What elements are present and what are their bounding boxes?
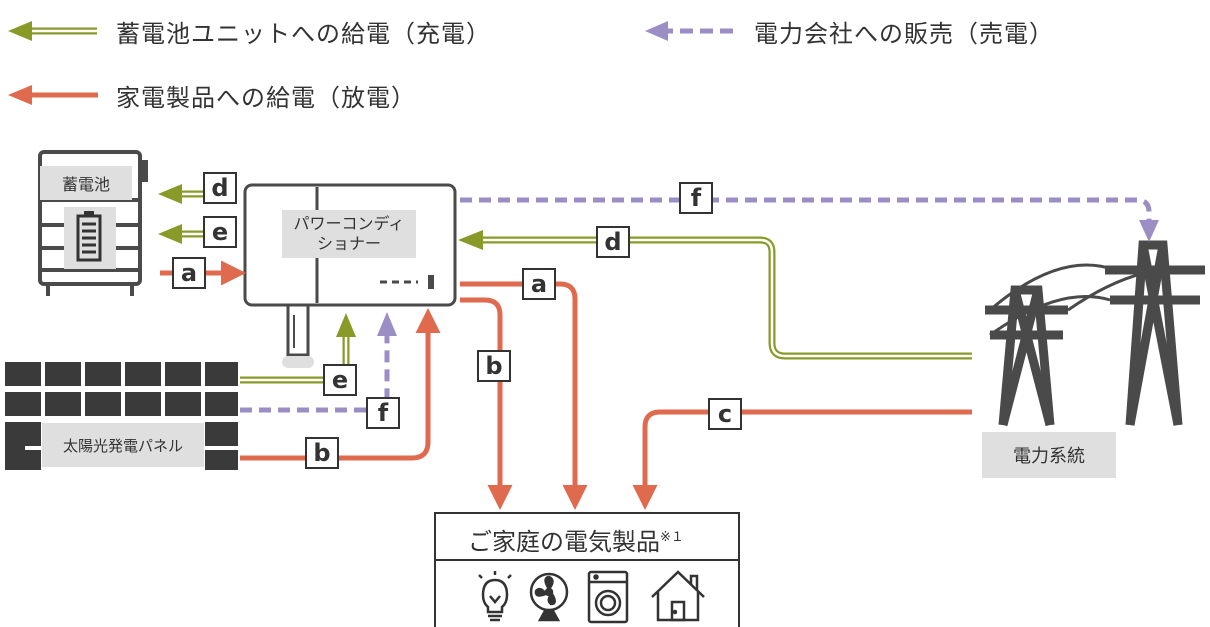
appliances-title: ご家庭の電気製品※１ — [468, 522, 684, 557]
washing-machine-icon — [587, 570, 629, 624]
flow-label-e-solar: e — [323, 364, 357, 396]
flow-label-a-battery: a — [172, 257, 206, 289]
legend-charge-text: 蓄電池ユニットへの給電（充電） — [116, 20, 491, 48]
flow-label-b-solar: b — [305, 437, 339, 469]
flow-line-b — [240, 297, 513, 510]
legend-sell-text: 電力会社への販売（売電） — [754, 20, 1054, 48]
legend-sell-line — [645, 21, 740, 41]
legend-discharge-text: 家電製品への給電（放電） — [116, 84, 416, 112]
flow-label-d-battery: d — [203, 172, 237, 204]
light-bulb-icon — [478, 571, 512, 622]
appliances-box — [434, 512, 740, 627]
solar-panel-unit — [5, 362, 238, 470]
legend-charge-line — [8, 21, 97, 41]
battery-unit — [38, 150, 148, 296]
solar-panel-label: 太陽光発電パネル — [42, 423, 204, 467]
flow-line-a — [160, 260, 588, 510]
flow-label-f-grid: f — [679, 182, 713, 214]
battery-label: 蓄電池 — [40, 166, 132, 200]
flow-label-e-battery: e — [203, 216, 237, 248]
battery-icon — [76, 211, 102, 262]
fan-icon — [529, 572, 569, 622]
legend-discharge-line — [8, 85, 98, 105]
power-tower-icon — [985, 240, 1205, 427]
power-conditioner-label-text: パワーコンディショナー — [293, 214, 405, 253]
flow-label-c-grid: c — [708, 398, 742, 430]
appliances-note: ※１ — [660, 530, 684, 545]
power-conditioner-label: パワーコンディショナー — [282, 210, 416, 258]
house-icon — [651, 570, 705, 622]
flow-label-a-appliances: a — [522, 268, 556, 300]
grid-label: 電力系統 — [982, 432, 1116, 478]
appliances-title-text: ご家庭の電気製品 — [468, 528, 660, 556]
flow-label-d-grid: d — [596, 226, 630, 258]
flow-line-c — [632, 409, 972, 510]
flow-label-f-solar: f — [366, 397, 400, 429]
flow-line-d — [158, 184, 972, 360]
flow-label-b-appliances: b — [477, 350, 511, 382]
